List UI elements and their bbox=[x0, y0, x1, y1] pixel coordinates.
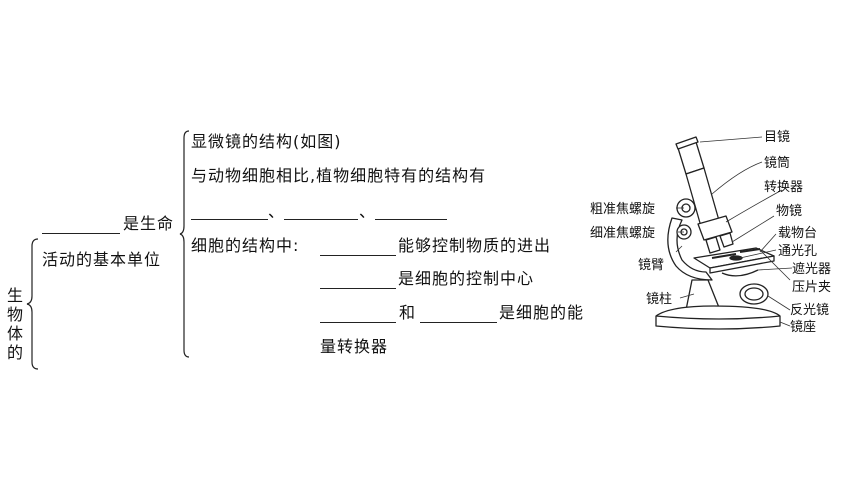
label-arm: 镜臂 bbox=[638, 258, 665, 273]
label-aperture: 通光孔 bbox=[778, 244, 818, 259]
blank-plant-3[interactable] bbox=[375, 219, 447, 220]
microscope-drawing bbox=[655, 136, 793, 330]
label-mirror: 反光镜 bbox=[790, 303, 830, 318]
side-title: 生 物 体 的 bbox=[6, 286, 24, 362]
side-title-char: 体 bbox=[6, 324, 23, 343]
inner-brace bbox=[179, 130, 190, 358]
label-stage: 载物台 bbox=[778, 226, 818, 241]
side-title-char: 生 bbox=[6, 286, 23, 305]
label-tube: 镜筒 bbox=[764, 156, 791, 171]
side-title-char: 物 bbox=[6, 305, 23, 324]
control-text: 能够控制物质的进出 bbox=[398, 236, 552, 255]
and-text: 和 bbox=[399, 303, 417, 322]
basic-unit-text: 活动的基本单位 bbox=[42, 250, 162, 269]
blank-nucleus[interactable] bbox=[320, 288, 396, 289]
center-text: 是细胞的控制中心 bbox=[398, 269, 535, 288]
label-eyepiece: 目镜 bbox=[764, 130, 791, 145]
energy-text-2: 量转换器 bbox=[320, 337, 389, 356]
separator: 、 bbox=[359, 202, 377, 221]
structure-intro: 细胞的结构中: bbox=[191, 236, 300, 255]
blank-plant-1[interactable] bbox=[191, 219, 268, 220]
outer-brace bbox=[26, 238, 39, 370]
label-base: 镜座 bbox=[790, 320, 817, 335]
compare-text: 与动物细胞相比,植物细胞特有的结构有 bbox=[191, 166, 487, 185]
microscope-diagram: 目镜 镜筒 转换器 物镜 粗准焦螺旋 细准焦螺旋 载物台 通光孔 镜臂 遮光器 … bbox=[590, 120, 860, 340]
microscope-title: 显微镜的结构(如图) bbox=[191, 132, 342, 151]
label-clip: 压片夹 bbox=[792, 280, 832, 295]
blank-organelle-2[interactable] bbox=[420, 322, 497, 323]
label-fine: 细准焦螺旋 bbox=[590, 226, 656, 241]
side-title-char: 的 bbox=[6, 343, 23, 362]
blank-organelle-1[interactable] bbox=[320, 322, 396, 323]
life-unit-text: 是生命 bbox=[123, 214, 175, 233]
label-coarse: 粗准焦螺旋 bbox=[590, 202, 656, 217]
blank-plant-2[interactable] bbox=[284, 219, 358, 220]
blank-left[interactable] bbox=[42, 233, 120, 234]
blank-membrane[interactable] bbox=[320, 255, 396, 256]
label-nosepiece: 转换器 bbox=[764, 180, 804, 195]
label-pillar: 镜柱 bbox=[646, 292, 673, 307]
separator: 、 bbox=[268, 202, 286, 221]
energy-text: 是细胞的能 bbox=[499, 303, 585, 322]
label-diaphragm: 遮光器 bbox=[792, 262, 832, 277]
label-objective: 物镜 bbox=[776, 204, 803, 219]
